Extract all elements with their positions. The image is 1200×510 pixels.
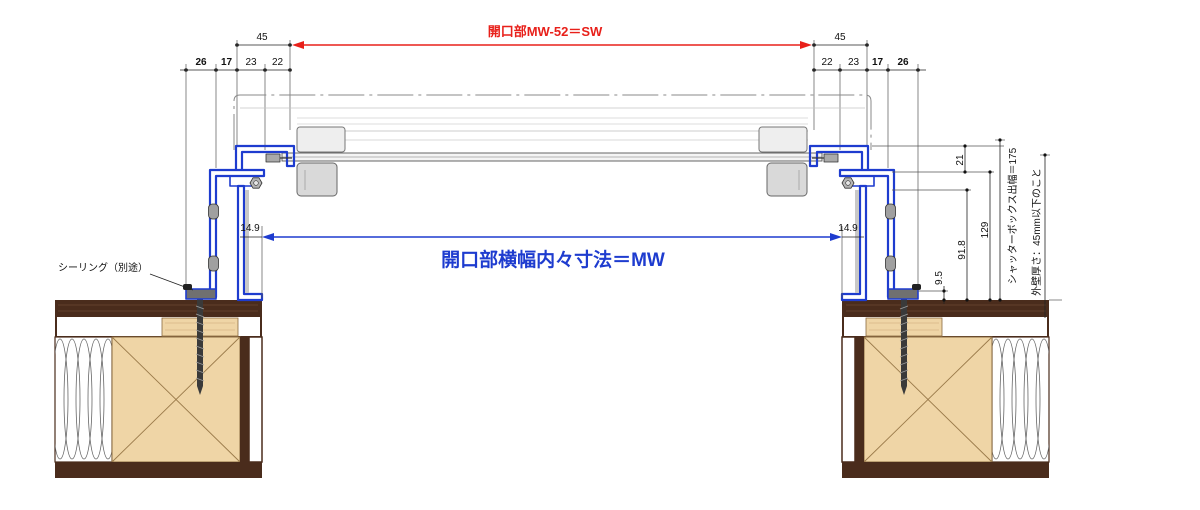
frame-connector <box>229 176 252 187</box>
arrowhead-left <box>292 41 304 49</box>
frame-clip-upper <box>208 203 219 220</box>
dimension-dot <box>988 298 992 302</box>
dimension-dot <box>1043 153 1047 157</box>
box-side-bracket <box>234 144 296 176</box>
screw-thread <box>195 305 205 382</box>
insulation-loop <box>55 338 69 460</box>
wall-section-left <box>54 300 263 478</box>
dimension-dot <box>965 298 969 302</box>
dimension-dot <box>942 289 946 293</box>
opening-sw-dimension: 開口部MW-52＝SW <box>292 24 812 49</box>
arrowhead-right <box>800 41 812 49</box>
shutter-box-outline <box>233 94 872 150</box>
dimension-dot <box>942 298 946 302</box>
roller-bracket-upper-left <box>296 126 346 153</box>
opening-mw-dimension: 14.9 14.9 開口部横幅内々寸法＝MW <box>240 223 864 298</box>
dimension-right-1: 22 <box>821 57 833 68</box>
dimension-height-129: 129 <box>980 221 991 238</box>
insulation-batt <box>54 336 113 463</box>
dimension-height-21: 21 <box>955 154 966 166</box>
dimension-dot <box>998 298 1002 302</box>
frame-foot <box>185 288 217 300</box>
roller-bracket-upper-right <box>758 126 808 153</box>
insulation-loop <box>63 338 81 460</box>
dimension-right-2: 23 <box>848 57 860 68</box>
insulation-pattern <box>55 338 112 460</box>
right-vertical-dimensions: 21 129 91.8 9.5 シャッターボックス出幅＝175 外壁厚さ：45m… <box>872 138 1062 318</box>
roller-block-left <box>296 162 338 197</box>
bottom-board <box>55 462 262 478</box>
wall-assembly-left <box>54 144 296 478</box>
insulation-loop <box>87 338 105 460</box>
arrowhead-right <box>830 233 842 241</box>
dimension-dot <box>998 138 1002 142</box>
shutter-box <box>233 94 872 197</box>
frame-profile-left <box>183 144 296 302</box>
bracket-bolt-head <box>265 153 281 163</box>
dimension-dot <box>963 170 967 174</box>
dimension-right-3: 17 <box>872 57 884 68</box>
insulation-loop <box>75 338 93 460</box>
dimension-top-right: 45 <box>834 32 846 43</box>
stud-cross-line <box>111 336 241 463</box>
dimension-height-9-5: 9.5 <box>934 271 945 285</box>
frame-clip-lower <box>208 255 219 272</box>
dimension-left-2: 17 <box>221 57 233 68</box>
extension-lines <box>185 40 919 290</box>
dimension-left-4: 22 <box>272 57 284 68</box>
roller-block-right <box>766 162 808 197</box>
frame-inner-leg <box>236 184 264 302</box>
insulation-loop <box>99 338 112 460</box>
dimension-height-91-8: 91.8 <box>957 240 968 260</box>
wall-thickness-label: 外壁厚さ：45mm以下のこと <box>1030 168 1043 296</box>
opening-mw-label: 開口部横幅内々寸法＝MW <box>441 248 665 271</box>
nut-hole <box>253 180 259 186</box>
arrowhead-left <box>262 233 274 241</box>
box-projection-label: シャッターボックス出幅＝175 <box>1006 147 1019 284</box>
dimension-top-left: 45 <box>256 32 268 43</box>
frame-liner <box>245 190 249 293</box>
anchor-screw-left <box>195 298 205 395</box>
interior-board <box>240 337 249 462</box>
dimension-inner-right: 14.9 <box>838 223 858 234</box>
dimension-dot <box>963 144 967 148</box>
interior-finish <box>248 336 263 463</box>
dimension-dot <box>965 188 969 192</box>
dimension-right-4: 26 <box>897 57 909 68</box>
sealing-label: シーリング（別途） <box>58 261 148 274</box>
dimension-inner-left: 14.9 <box>240 223 260 234</box>
screw-shank <box>197 298 203 386</box>
dimension-left-1: 26 <box>195 57 207 68</box>
screw-tip <box>197 386 203 395</box>
dimension-dot <box>988 170 992 174</box>
sealing-leader-line <box>149 273 194 291</box>
dimension-left-3: 23 <box>245 57 257 68</box>
opening-sw-label: 開口部MW-52＝SW <box>488 24 603 39</box>
sealing-callout: シーリング（別途） <box>58 261 194 291</box>
exterior-board <box>55 300 262 316</box>
